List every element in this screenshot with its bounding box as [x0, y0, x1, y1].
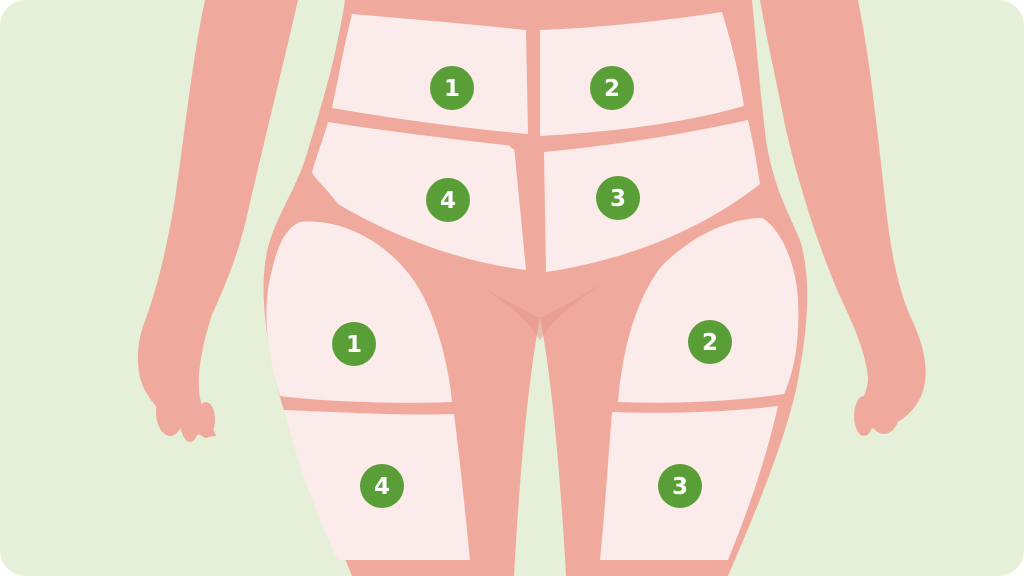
right-arm — [760, 0, 926, 429]
thigh-marker-2-label: 2 — [702, 330, 718, 356]
abdomen-zone-3 — [544, 120, 760, 272]
abdomen-marker-4: 4 — [426, 178, 470, 222]
navel — [508, 136, 548, 153]
thigh-marker-3: 3 — [658, 464, 702, 508]
right-hand — [854, 386, 900, 436]
thigh-marker-2: 2 — [688, 320, 732, 364]
abdomen-zone-4 — [312, 122, 526, 270]
thigh-marker-3-label: 3 — [672, 474, 688, 500]
abdomen-marker-1-label: 1 — [444, 76, 460, 102]
abdomen-zone-1 — [332, 14, 528, 134]
abdomen-marker-3: 3 — [596, 176, 640, 220]
abdomen-marker-1: 1 — [430, 66, 474, 110]
left-hand — [156, 388, 215, 442]
thigh-marker-4: 4 — [360, 464, 404, 508]
thigh-marker-4-label: 4 — [374, 474, 390, 500]
abdomen-marker-3-label: 3 — [610, 186, 626, 212]
thigh-zone-right-2 — [618, 218, 799, 403]
abdomen-marker-4-label: 4 — [440, 188, 456, 214]
thigh-zone-left-1 — [266, 221, 452, 403]
left-arm — [137, 0, 298, 437]
thigh-markers: 1 2 3 4 — [332, 320, 732, 508]
abdomen-markers: 1 2 3 4 — [426, 66, 640, 222]
abdomen-marker-2-label: 2 — [604, 76, 620, 102]
abdomen-marker-2: 2 — [590, 66, 634, 110]
thigh-marker-1: 1 — [332, 322, 376, 366]
crotch-shadow — [470, 276, 610, 340]
thigh-marker-1-label: 1 — [346, 332, 362, 358]
abdomen-zones — [312, 12, 760, 272]
abdomen-zone-2 — [540, 12, 744, 136]
